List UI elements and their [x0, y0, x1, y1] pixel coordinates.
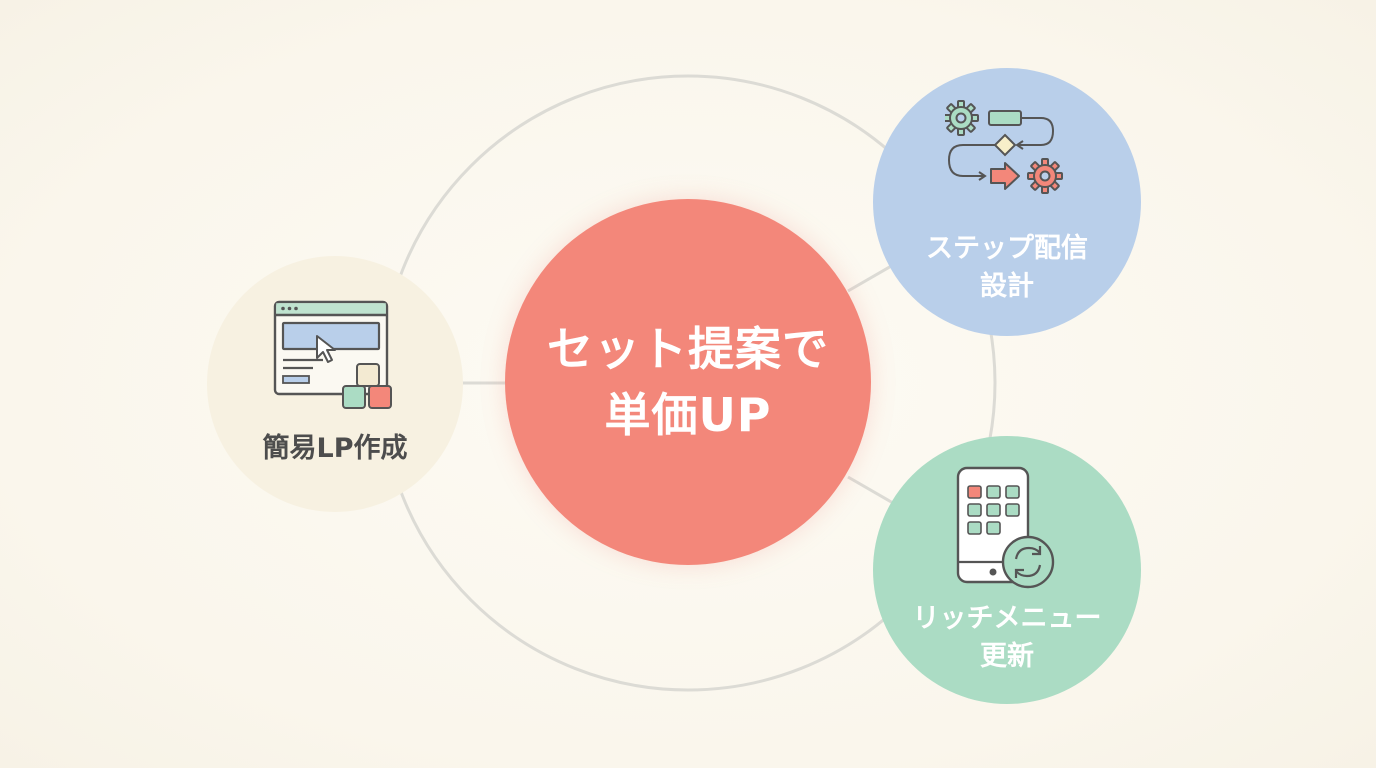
- menu-label-line2: 更新: [980, 641, 1034, 672]
- menu-label: リッチメニュー 更新: [913, 600, 1102, 676]
- lp-node: 簡易LP作成: [207, 256, 463, 512]
- center-node: セット提案で 単価UP: [505, 199, 871, 565]
- center-title-line2: 単価UP: [604, 388, 772, 442]
- lp-label: 簡易LP作成: [262, 433, 408, 464]
- browser-cursor-icon: [273, 300, 397, 416]
- gear-icon: [945, 100, 979, 136]
- phone-refresh-icon: [954, 464, 1060, 590]
- menu-label-line1: リッチメニュー: [912, 603, 1102, 634]
- gear-icon: [1027, 158, 1063, 194]
- step-label-line1: ステップ配信: [926, 233, 1088, 264]
- workflow-icon: [945, 98, 1069, 222]
- connector-step: [847, 263, 894, 293]
- center-title-line1: セット提案で: [547, 322, 829, 376]
- refresh-icon: [1001, 535, 1055, 589]
- step-label: ステップ配信 設計: [926, 230, 1088, 306]
- connector-menu: [847, 475, 894, 505]
- menu-node: リッチメニュー 更新: [873, 436, 1141, 704]
- step-node: ステップ配信 設計: [873, 68, 1141, 336]
- step-label-line2: 設計: [980, 271, 1034, 302]
